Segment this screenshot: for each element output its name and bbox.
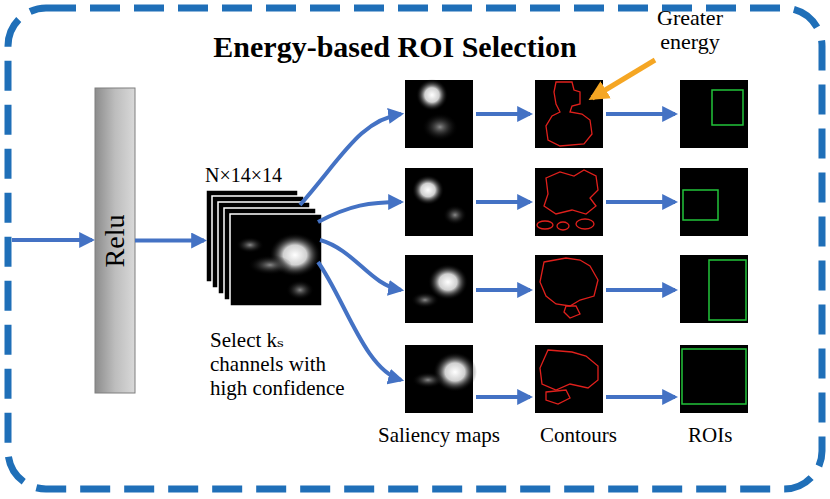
relu-box: Relu [95, 88, 135, 393]
contours [535, 80, 603, 413]
feature-stack [206, 190, 322, 306]
input-arrow [12, 238, 92, 242]
rois [680, 80, 748, 413]
saliency-maps [405, 79, 477, 413]
feature-map-stack: N×14×14Select kₛ channels with high conf… [205, 160, 375, 400]
callout-note: Greater energy [640, 6, 740, 54]
column-caption: Contours [540, 424, 617, 447]
column-caption: Saliency maps [378, 424, 500, 447]
column-caption: ROIs [688, 424, 732, 447]
pointer-arrow [592, 60, 655, 98]
flow-arrow [135, 239, 204, 243]
dashed-region [8, 8, 822, 489]
layer-name: Relu [99, 214, 131, 267]
region-title: Energy-based ROI Selection [213, 30, 576, 65]
tensor-shape: N×14×14 [205, 164, 282, 187]
dashed-region-box: Energy-based ROI SelectionRelu N×14×14Sel… [8, 8, 822, 489]
select-arrows [300, 114, 401, 380]
step-note: Select kₛ channels with high confidence [210, 328, 360, 400]
relu-bar [95, 88, 135, 393]
